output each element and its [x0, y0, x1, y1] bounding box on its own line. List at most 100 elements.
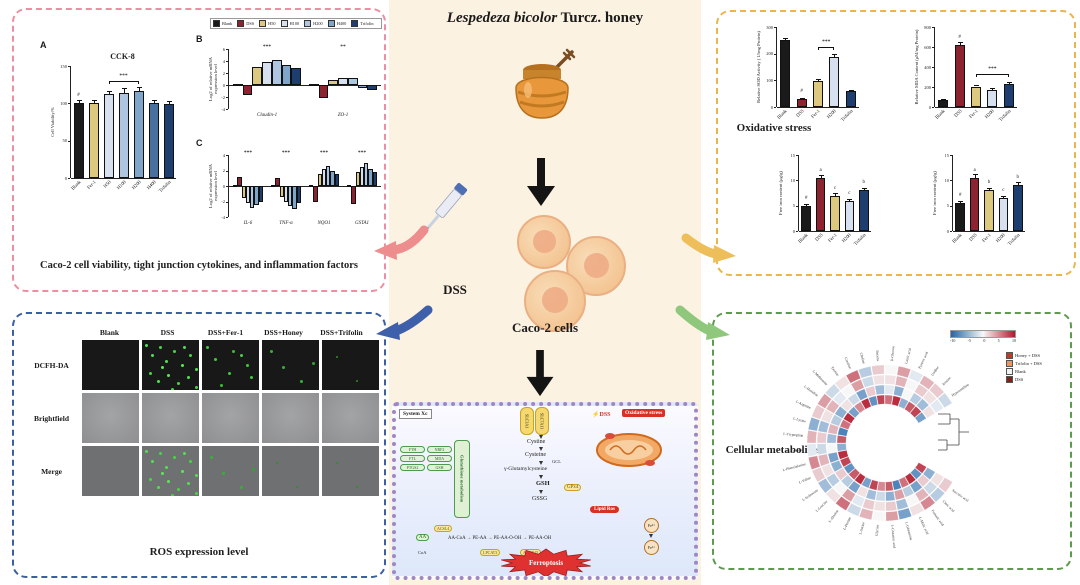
y-tick	[796, 205, 798, 207]
metabolite-label: L-Arginine	[795, 400, 812, 411]
arrow-down-icon	[539, 435, 543, 439]
heat-cell	[868, 479, 879, 491]
lpcat3-enzyme: LPCAT3	[480, 549, 501, 556]
y-tick	[932, 47, 934, 48]
heat-cell	[909, 502, 925, 517]
metabolite-label: D-Glucose	[890, 345, 895, 361]
y-tick	[226, 155, 228, 156]
error-bar	[834, 54, 836, 57]
bar	[148, 102, 159, 178]
metabolite-label: L-Serine	[858, 521, 865, 535]
ring-legend-item: Honey + DSS	[1006, 352, 1042, 359]
y-tick-label: 10	[944, 177, 950, 183]
y-tick	[226, 85, 228, 86]
viability-caption: Caco-2 cell viability, tight junction cy…	[40, 260, 358, 271]
heat-cell	[904, 472, 917, 485]
plot-area: Claudin-1***ZO-1**	[228, 44, 381, 118]
error-cap	[861, 187, 867, 189]
error-cap	[958, 201, 964, 203]
bar	[103, 94, 114, 178]
heat-cell	[868, 395, 878, 407]
bar	[242, 85, 253, 95]
error-bar	[1008, 82, 1010, 84]
y-tick	[68, 66, 70, 67]
y-tick-label: 5	[792, 203, 795, 209]
legend-label: H50	[268, 21, 276, 26]
figure-title: Lespedeza bicolor Turcz. honey	[398, 10, 692, 27]
bar	[368, 168, 373, 186]
y-tick-label: 0	[64, 175, 67, 181]
bar	[357, 85, 368, 88]
ring-legend-swatch	[1006, 360, 1013, 367]
heat-cell	[836, 443, 847, 452]
metabolite-label: L-Lysine	[793, 416, 807, 423]
metabolite-label: Hypoxanthine	[951, 382, 970, 397]
y-tick-label: 800	[924, 24, 931, 30]
metabolite-label: Choline	[859, 352, 866, 364]
sig-text: ***	[822, 38, 831, 45]
acsl4-enzyme: ACSL4	[434, 525, 453, 532]
heat-cell	[908, 369, 924, 384]
y-tick	[68, 178, 70, 179]
lightning-icon: ⚡	[592, 412, 600, 418]
legend-item: H100	[280, 20, 299, 27]
metabolite-label: Pyruvic acid	[918, 351, 929, 369]
dss-label: DSS	[443, 282, 467, 297]
metabolite-label: L-Glutamine	[904, 522, 913, 541]
heat-cell	[901, 388, 914, 401]
bar	[281, 64, 292, 85]
bar	[241, 186, 246, 199]
y-tick-label: 0	[792, 228, 795, 234]
heat-cell	[837, 426, 849, 437]
heat-cell	[841, 384, 856, 399]
y-tick-label: 0	[928, 104, 931, 110]
y-axis-label: Relative MDA Content (μM/mg Protein)	[914, 29, 919, 105]
gssg-label: GSSG	[532, 496, 548, 502]
sig-label: a	[819, 167, 822, 173]
ring-legend-label: Honey + DSS	[1015, 353, 1041, 358]
heat-cell	[848, 468, 861, 480]
y-tick	[226, 170, 228, 172]
error-cap	[106, 90, 112, 92]
heat-cell	[909, 480, 923, 494]
sig-label: b	[862, 180, 866, 186]
error-bar	[123, 87, 125, 93]
sig-label: #	[958, 35, 961, 40]
panel-letter-a: A	[40, 40, 47, 50]
heat-cell	[897, 507, 912, 520]
heat-cell	[840, 474, 854, 488]
bar	[328, 79, 339, 85]
caco2-cell	[524, 270, 586, 332]
heat-cell	[884, 384, 895, 395]
y-tick	[774, 107, 776, 108]
bar	[252, 67, 263, 85]
legend-swatch	[259, 20, 267, 27]
gene-pill: FTH	[400, 446, 425, 453]
heat-cell	[885, 491, 896, 502]
heat-cell	[826, 443, 837, 454]
metabolite-label: L-Tryptophan	[783, 432, 804, 438]
legend-swatch	[327, 20, 335, 27]
oxidative-stress-panel: Oxidative stress Relative SOD Activity (…	[716, 10, 1076, 276]
error-cap	[783, 37, 789, 39]
panel-letter-b: B	[196, 34, 203, 44]
y-tick	[226, 97, 228, 98]
bar	[309, 84, 319, 87]
x-category-label: IL-6	[243, 221, 253, 226]
metabolite-label: L-Methionine	[812, 369, 829, 386]
bar	[330, 170, 335, 186]
error-cap	[91, 100, 97, 102]
starburst-icon	[501, 548, 591, 576]
baseline	[799, 231, 871, 232]
bar	[780, 39, 791, 107]
pipette-icon	[423, 182, 468, 234]
y-axis-label: Relative SOD Activity ( U/mg Protein)	[756, 31, 761, 103]
y-tick-label: 200	[766, 51, 773, 57]
sod-chart: Relative SOD Activity ( U/mg Protein)Bla…	[752, 22, 864, 135]
heat-cell	[892, 479, 902, 491]
